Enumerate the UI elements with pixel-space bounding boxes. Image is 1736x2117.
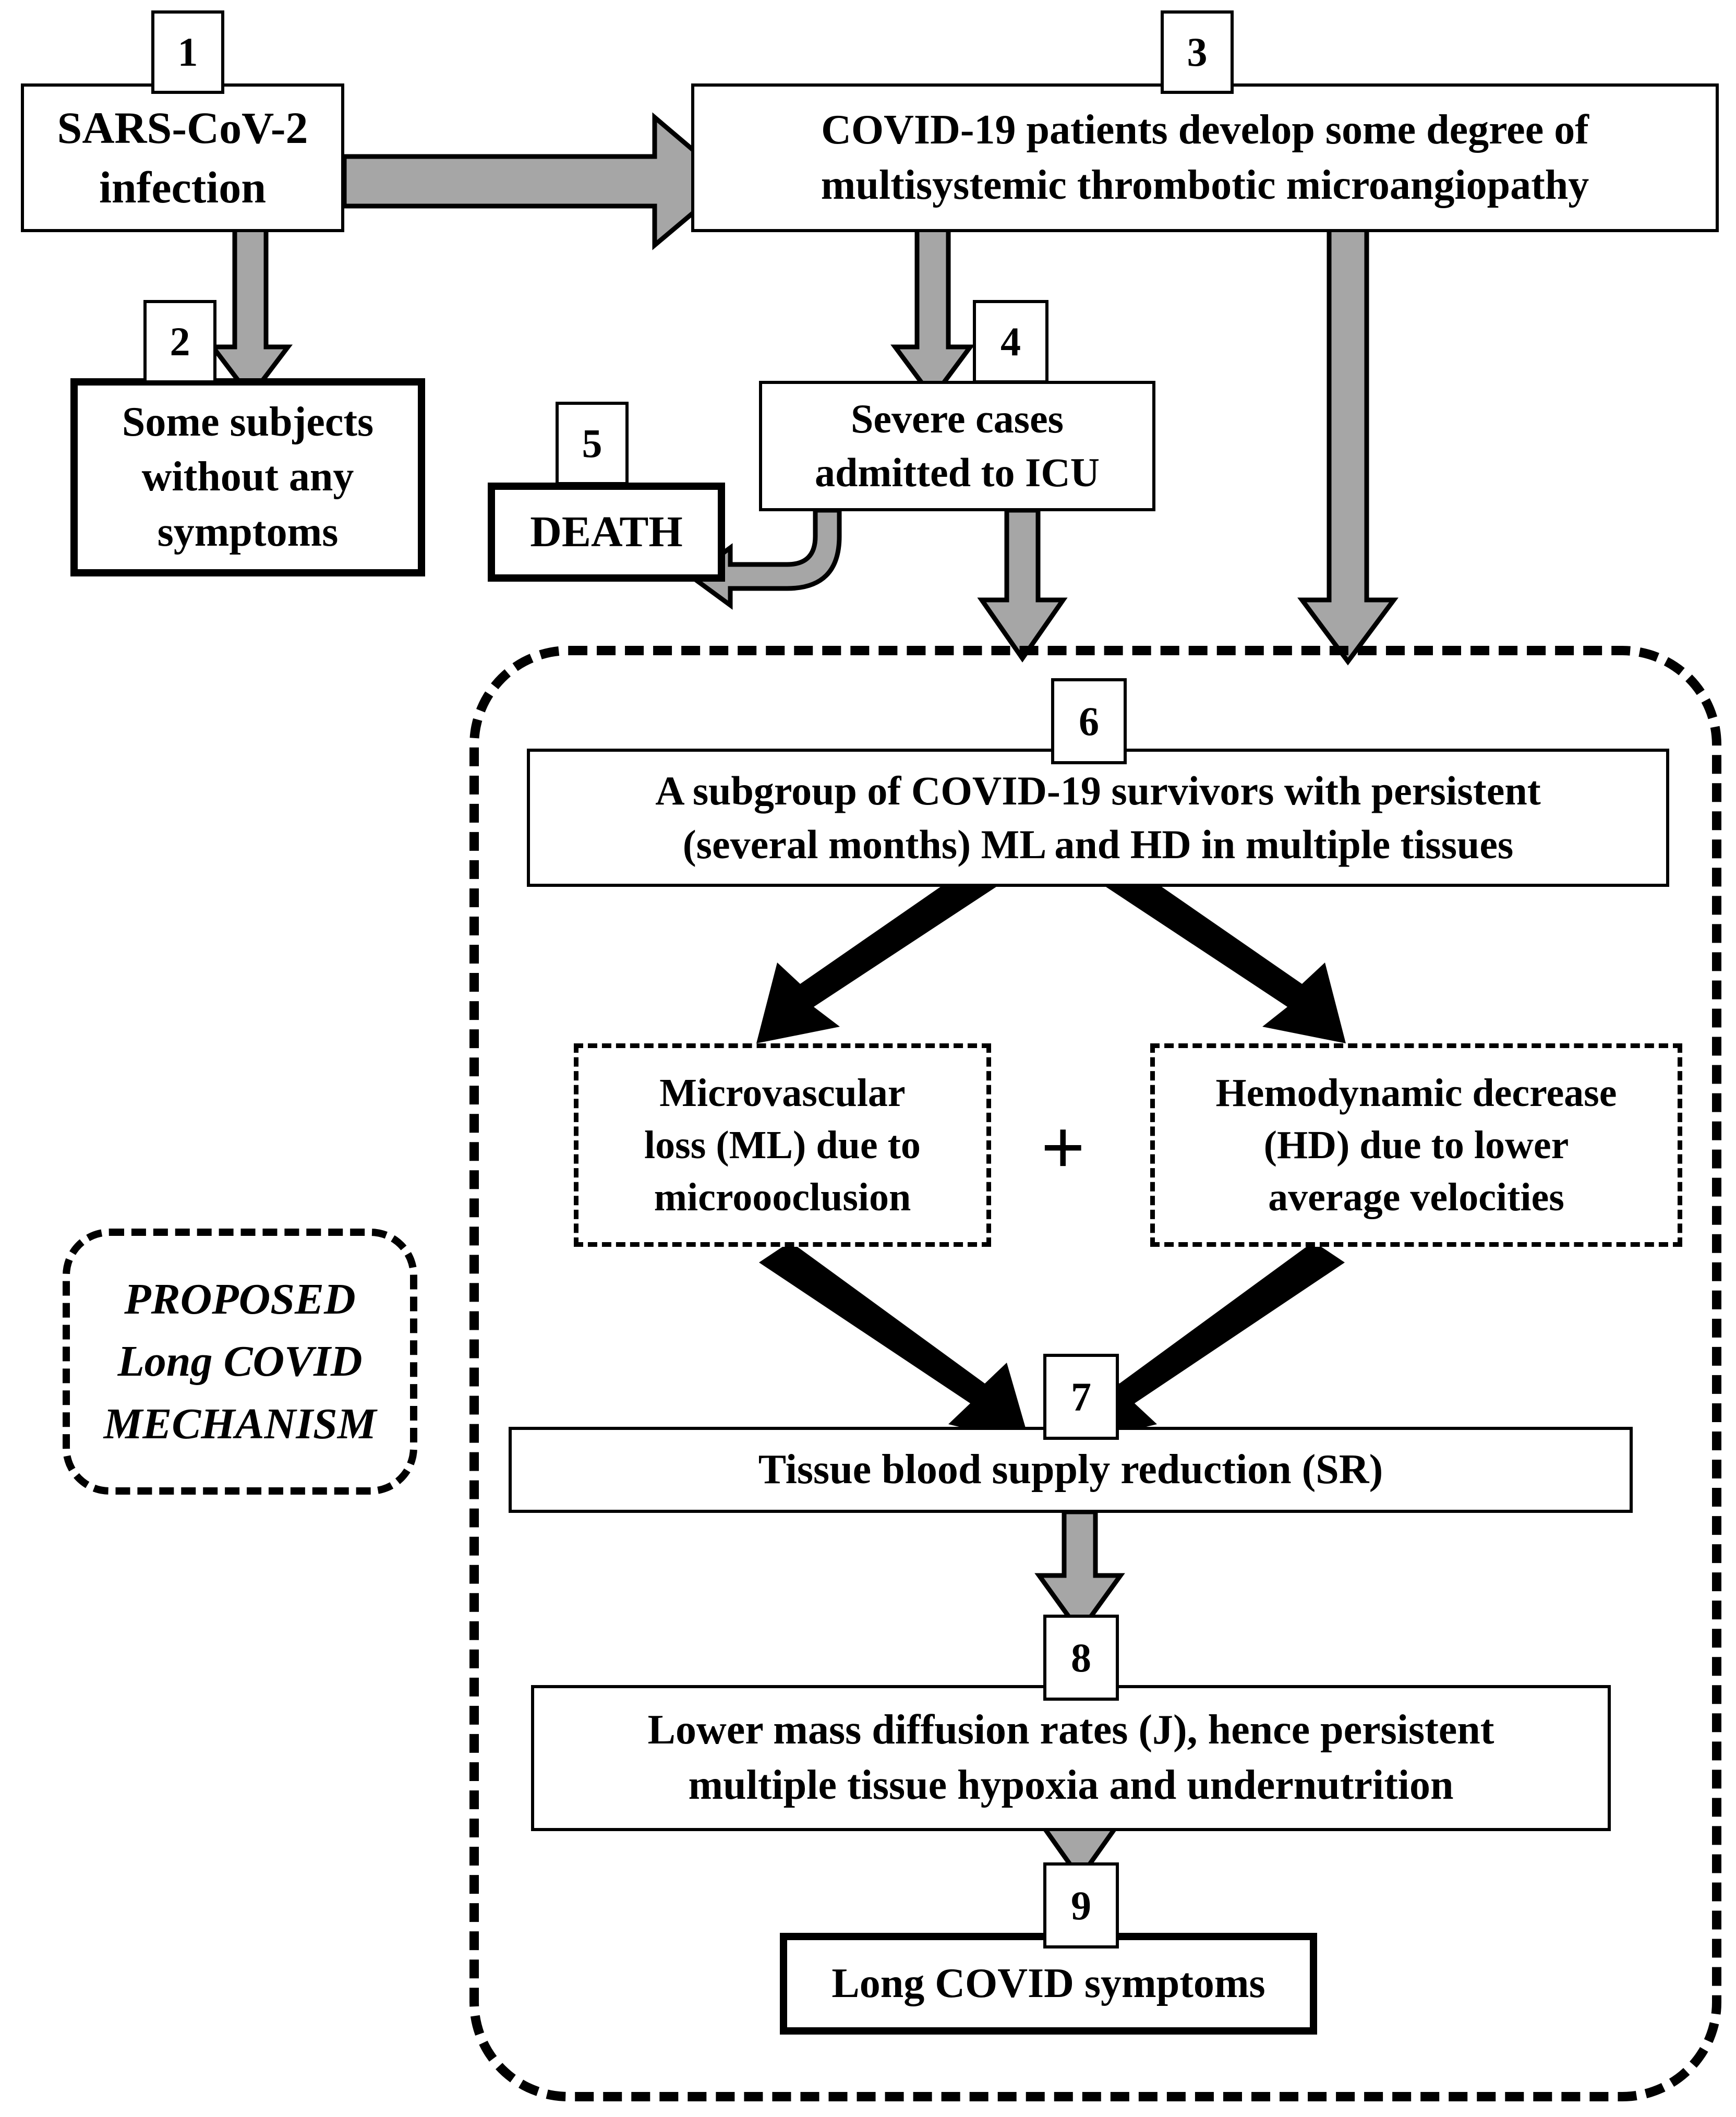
node-4-line-2: admitted to ICU <box>815 450 1100 495</box>
node-2-line-3: symptoms <box>157 509 339 555</box>
node-hd-line-1: Hemodynamic decrease <box>1215 1070 1617 1115</box>
plus-icon: + <box>1041 1104 1086 1191</box>
node-long-covid-symptoms[interactable]: Long COVID symptoms <box>780 1933 1317 2035</box>
badge-9: 9 <box>1043 1862 1119 1948</box>
proposed-mechanism-frame <box>469 646 1721 2101</box>
node-7-line-1: Tissue blood supply reduction (SR) <box>758 1446 1383 1493</box>
legend-line-2: Long COVID <box>117 1337 363 1386</box>
node-survivor-subgroup[interactable]: A subgroup of COVID-19 survivors with pe… <box>527 749 1669 887</box>
badge-5: 5 <box>556 402 629 485</box>
node-thrombotic-microangiopathy[interactable]: COVID-19 patients develop some degree of… <box>691 83 1719 232</box>
node-8-line-1: Lower mass diffusion rates (J), hence pe… <box>647 1707 1494 1753</box>
node-severe-cases-icu[interactable]: Severe cases admitted to ICU <box>759 381 1155 511</box>
node-9-line-1: Long COVID symptoms <box>831 1960 1265 2006</box>
node-hd-line-2: (HD) due to lower <box>1263 1123 1569 1167</box>
proposed-mechanism-legend: PROPOSED Long COVID MECHANISM <box>63 1229 417 1495</box>
node-3-line-2: multisystemic thrombotic microangiopathy <box>821 162 1589 208</box>
node-hd-line-3: average velocities <box>1268 1175 1564 1220</box>
node-1-line-2: infection <box>99 162 267 212</box>
badge-4: 4 <box>973 300 1048 383</box>
arrow-infection-to-covid <box>342 112 734 250</box>
badge-7: 7 <box>1043 1354 1119 1440</box>
node-hemodynamic-decrease[interactable]: Hemodynamic decrease (HD) due to lower a… <box>1150 1043 1682 1247</box>
node-microvascular-loss[interactable]: Microvascular loss (ML) due to microoocl… <box>574 1043 991 1247</box>
badge-3: 3 <box>1161 10 1234 94</box>
arrow-icu-to-mechanism <box>977 508 1068 663</box>
node-asymptomatic-subjects[interactable]: Some subjects without any symptoms <box>70 378 425 576</box>
arrow-infection-to-asymptomatic <box>208 227 293 401</box>
badge-1: 1 <box>151 10 224 94</box>
badge-2: 2 <box>143 300 216 383</box>
node-6-line-2: (several months) ML and HD in multiple t… <box>682 821 1514 867</box>
node-death[interactable]: DEATH <box>488 483 725 582</box>
legend-line-3: MECHANISM <box>103 1399 377 1448</box>
node-ml-line-3: microooclusion <box>654 1175 911 1220</box>
badge-8: 8 <box>1043 1615 1119 1701</box>
node-sars-cov-2-infection[interactable]: SARS-CoV-2 infection <box>21 83 344 232</box>
node-8-line-2: multiple tissue hypoxia and undernutriti… <box>688 1762 1454 1808</box>
node-3-line-1: COVID-19 patients develop some degree of <box>821 106 1589 153</box>
node-5-line-1: DEATH <box>530 507 683 556</box>
arrow-covid-to-mechanism <box>1297 227 1399 666</box>
node-ml-line-2: loss (ML) due to <box>644 1123 921 1167</box>
node-2-line-2: without any <box>141 454 354 500</box>
node-1-line-1: SARS-CoV-2 <box>57 102 308 153</box>
node-ml-line-1: Microvascular <box>659 1070 906 1115</box>
node-4-line-1: Severe cases <box>851 396 1064 442</box>
node-tissue-blood-supply-reduction[interactable]: Tissue blood supply reduction (SR) <box>509 1427 1633 1513</box>
badge-6: 6 <box>1051 678 1127 764</box>
legend-line-1: PROPOSED <box>124 1275 356 1324</box>
node-2-line-1: Some subjects <box>122 399 374 445</box>
node-6-line-1: A subgroup of COVID-19 survivors with pe… <box>655 767 1541 813</box>
arrow-covid-to-icu <box>890 227 975 402</box>
